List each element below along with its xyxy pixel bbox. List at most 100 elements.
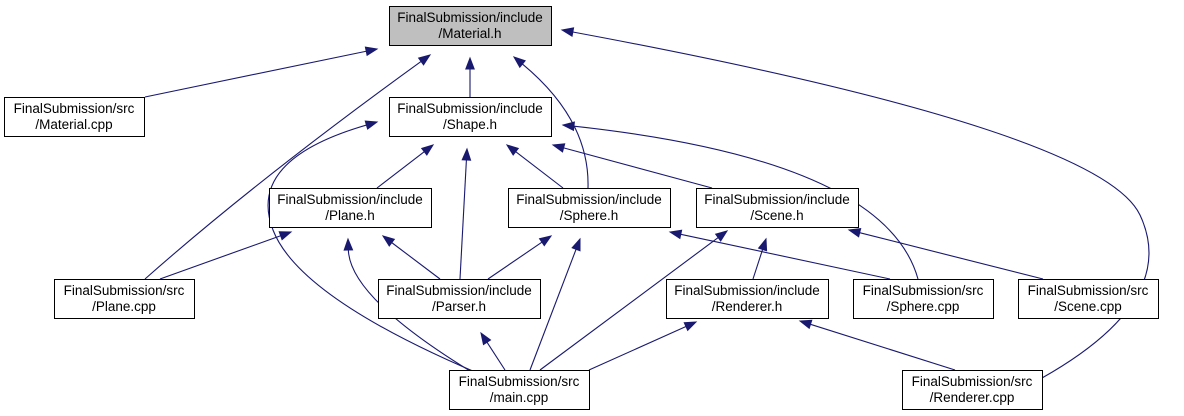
edge-main_cpp-to-scene_h (539, 230, 729, 371)
node-label-line2: /Shape.h (443, 117, 497, 132)
arrowhead (278, 231, 293, 241)
node-label-line2: /Material.cpp (35, 117, 112, 132)
node-label-line1: FinalSubmission/src (1028, 283, 1149, 298)
edge-renderer_h-to-scene_h (752, 237, 768, 280)
arrowhead (571, 237, 581, 252)
arrowhead (480, 331, 492, 346)
edge-plane_cpp-to-plane_h (159, 231, 293, 280)
edge-sphere_cpp-to-shape_h (561, 121, 919, 280)
node-label-line1: FinalSubmission/src (459, 374, 580, 389)
node-label-line2: /Plane.cpp (92, 299, 156, 314)
edge-plane_h-to-shape_h (376, 144, 435, 189)
edge-parser_h-to-sphere_h (487, 235, 553, 280)
edge-parser_h-to-shape_h (459, 147, 472, 280)
edge-sphere_h-to-shape_h (505, 144, 564, 189)
node-box[interactable] (54, 279, 195, 319)
node-label-line1: FinalSubmission/include (674, 283, 820, 298)
arrowhead (381, 235, 396, 247)
arrowhead (461, 147, 472, 161)
node-parser-h[interactable]: FinalSubmission/include/Parser.h (378, 279, 541, 319)
edge-scene_h-to-shape_h (551, 143, 713, 189)
node-box[interactable] (378, 279, 541, 319)
edge-line (144, 60, 422, 280)
node-sphere-h[interactable]: FinalSubmission/include/Sphere.h (508, 188, 671, 228)
node-label-line2: /Plane.h (325, 208, 375, 223)
node-box[interactable] (1018, 279, 1159, 319)
arrowhead (417, 54, 432, 66)
edge-plane_cpp-to-material_h (144, 54, 432, 280)
node-box[interactable] (449, 370, 590, 410)
edge-line (563, 147, 713, 189)
node-box[interactable] (389, 6, 552, 46)
node-box[interactable] (853, 279, 994, 319)
node-box[interactable] (902, 370, 1043, 410)
node-scene-cpp[interactable]: FinalSubmission/src/Scene.cpp (1018, 279, 1159, 319)
node-label-line2: /main.cpp (490, 390, 549, 405)
arrowhead (847, 228, 862, 238)
node-box[interactable] (269, 188, 432, 228)
node-box[interactable] (508, 188, 671, 228)
edge-line (144, 50, 367, 98)
edge-line (588, 326, 687, 371)
arrowhead (465, 56, 475, 70)
node-box[interactable] (4, 97, 145, 137)
node-material-h[interactable]: FinalSubmission/include/Material.h (389, 6, 552, 46)
node-label-line1: FinalSubmission/include (516, 192, 662, 207)
arrowhead (364, 46, 379, 57)
edge-line (159, 235, 281, 280)
edge-line (859, 232, 1044, 280)
arrowhead (505, 144, 520, 156)
node-label-line2: /Sphere.h (560, 208, 619, 223)
edge-scene_cpp-to-scene_h (847, 228, 1044, 280)
node-label-line1: FinalSubmission/include (704, 192, 850, 207)
node-scene-h[interactable]: FinalSubmission/include/Scene.h (696, 188, 859, 228)
node-box[interactable] (696, 188, 859, 228)
edge-line (752, 249, 764, 280)
edge-line (539, 237, 719, 371)
edge-line (680, 233, 891, 280)
node-plane-h[interactable]: FinalSubmission/include/Plane.h (269, 188, 432, 228)
edge-line (376, 151, 425, 189)
node-label-line1: FinalSubmission/src (64, 283, 185, 298)
edge-line (267, 124, 495, 381)
edge-line (529, 249, 577, 371)
node-material-cpp[interactable]: FinalSubmission/src/Material.cpp (4, 97, 145, 137)
arrowhead (668, 229, 683, 240)
node-label-line1: FinalSubmission/include (397, 101, 543, 116)
node-box[interactable] (389, 97, 552, 137)
edge-main_cpp-to-parser_h (480, 331, 506, 371)
arrowhead (683, 321, 698, 332)
edge-line (810, 323, 956, 371)
node-renderer-h[interactable]: FinalSubmission/include/Renderer.h (666, 279, 829, 319)
node-shape-h[interactable]: FinalSubmission/include/Shape.h (389, 97, 552, 137)
edge-line (459, 159, 467, 280)
node-label-line1: FinalSubmission/include (386, 283, 532, 298)
edge-main_cpp-to-shape_h (267, 120, 495, 381)
node-sphere-cpp[interactable]: FinalSubmission/src/Sphere.cpp (853, 279, 994, 319)
arrowhead (538, 235, 553, 247)
edge-renderer_cpp-to-renderer_h (798, 319, 956, 371)
node-label-line2: /Sphere.cpp (887, 299, 960, 314)
edge-sphere_cpp-to-sphere_h (668, 229, 891, 280)
node-label-line2: /Scene.cpp (1054, 299, 1122, 314)
arrowhead (560, 27, 575, 37)
edge-shape_h-to-material_h (465, 56, 475, 97)
node-label-line1: FinalSubmission/src (14, 101, 135, 116)
node-plane-cpp[interactable]: FinalSubmission/src/Plane.cpp (54, 279, 195, 319)
arrowhead (561, 121, 575, 132)
node-box[interactable] (666, 279, 829, 319)
edges-layer (144, 27, 1150, 381)
arrowhead (343, 237, 354, 251)
node-main-cpp[interactable]: FinalSubmission/src/main.cpp (449, 370, 590, 410)
edge-main_cpp-to-sphere_h (529, 237, 581, 371)
node-label-line2: /Material.h (438, 26, 501, 41)
edge-line (515, 151, 564, 189)
edge-parser_h-to-plane_h (381, 235, 441, 280)
node-label-line2: /Scene.h (750, 208, 803, 223)
arrowhead (512, 56, 526, 69)
edge-line (391, 242, 441, 280)
arrowhead (798, 319, 813, 330)
node-renderer-cpp[interactable]: FinalSubmission/src/Renderer.cpp (902, 370, 1043, 410)
edge-line (573, 125, 919, 280)
